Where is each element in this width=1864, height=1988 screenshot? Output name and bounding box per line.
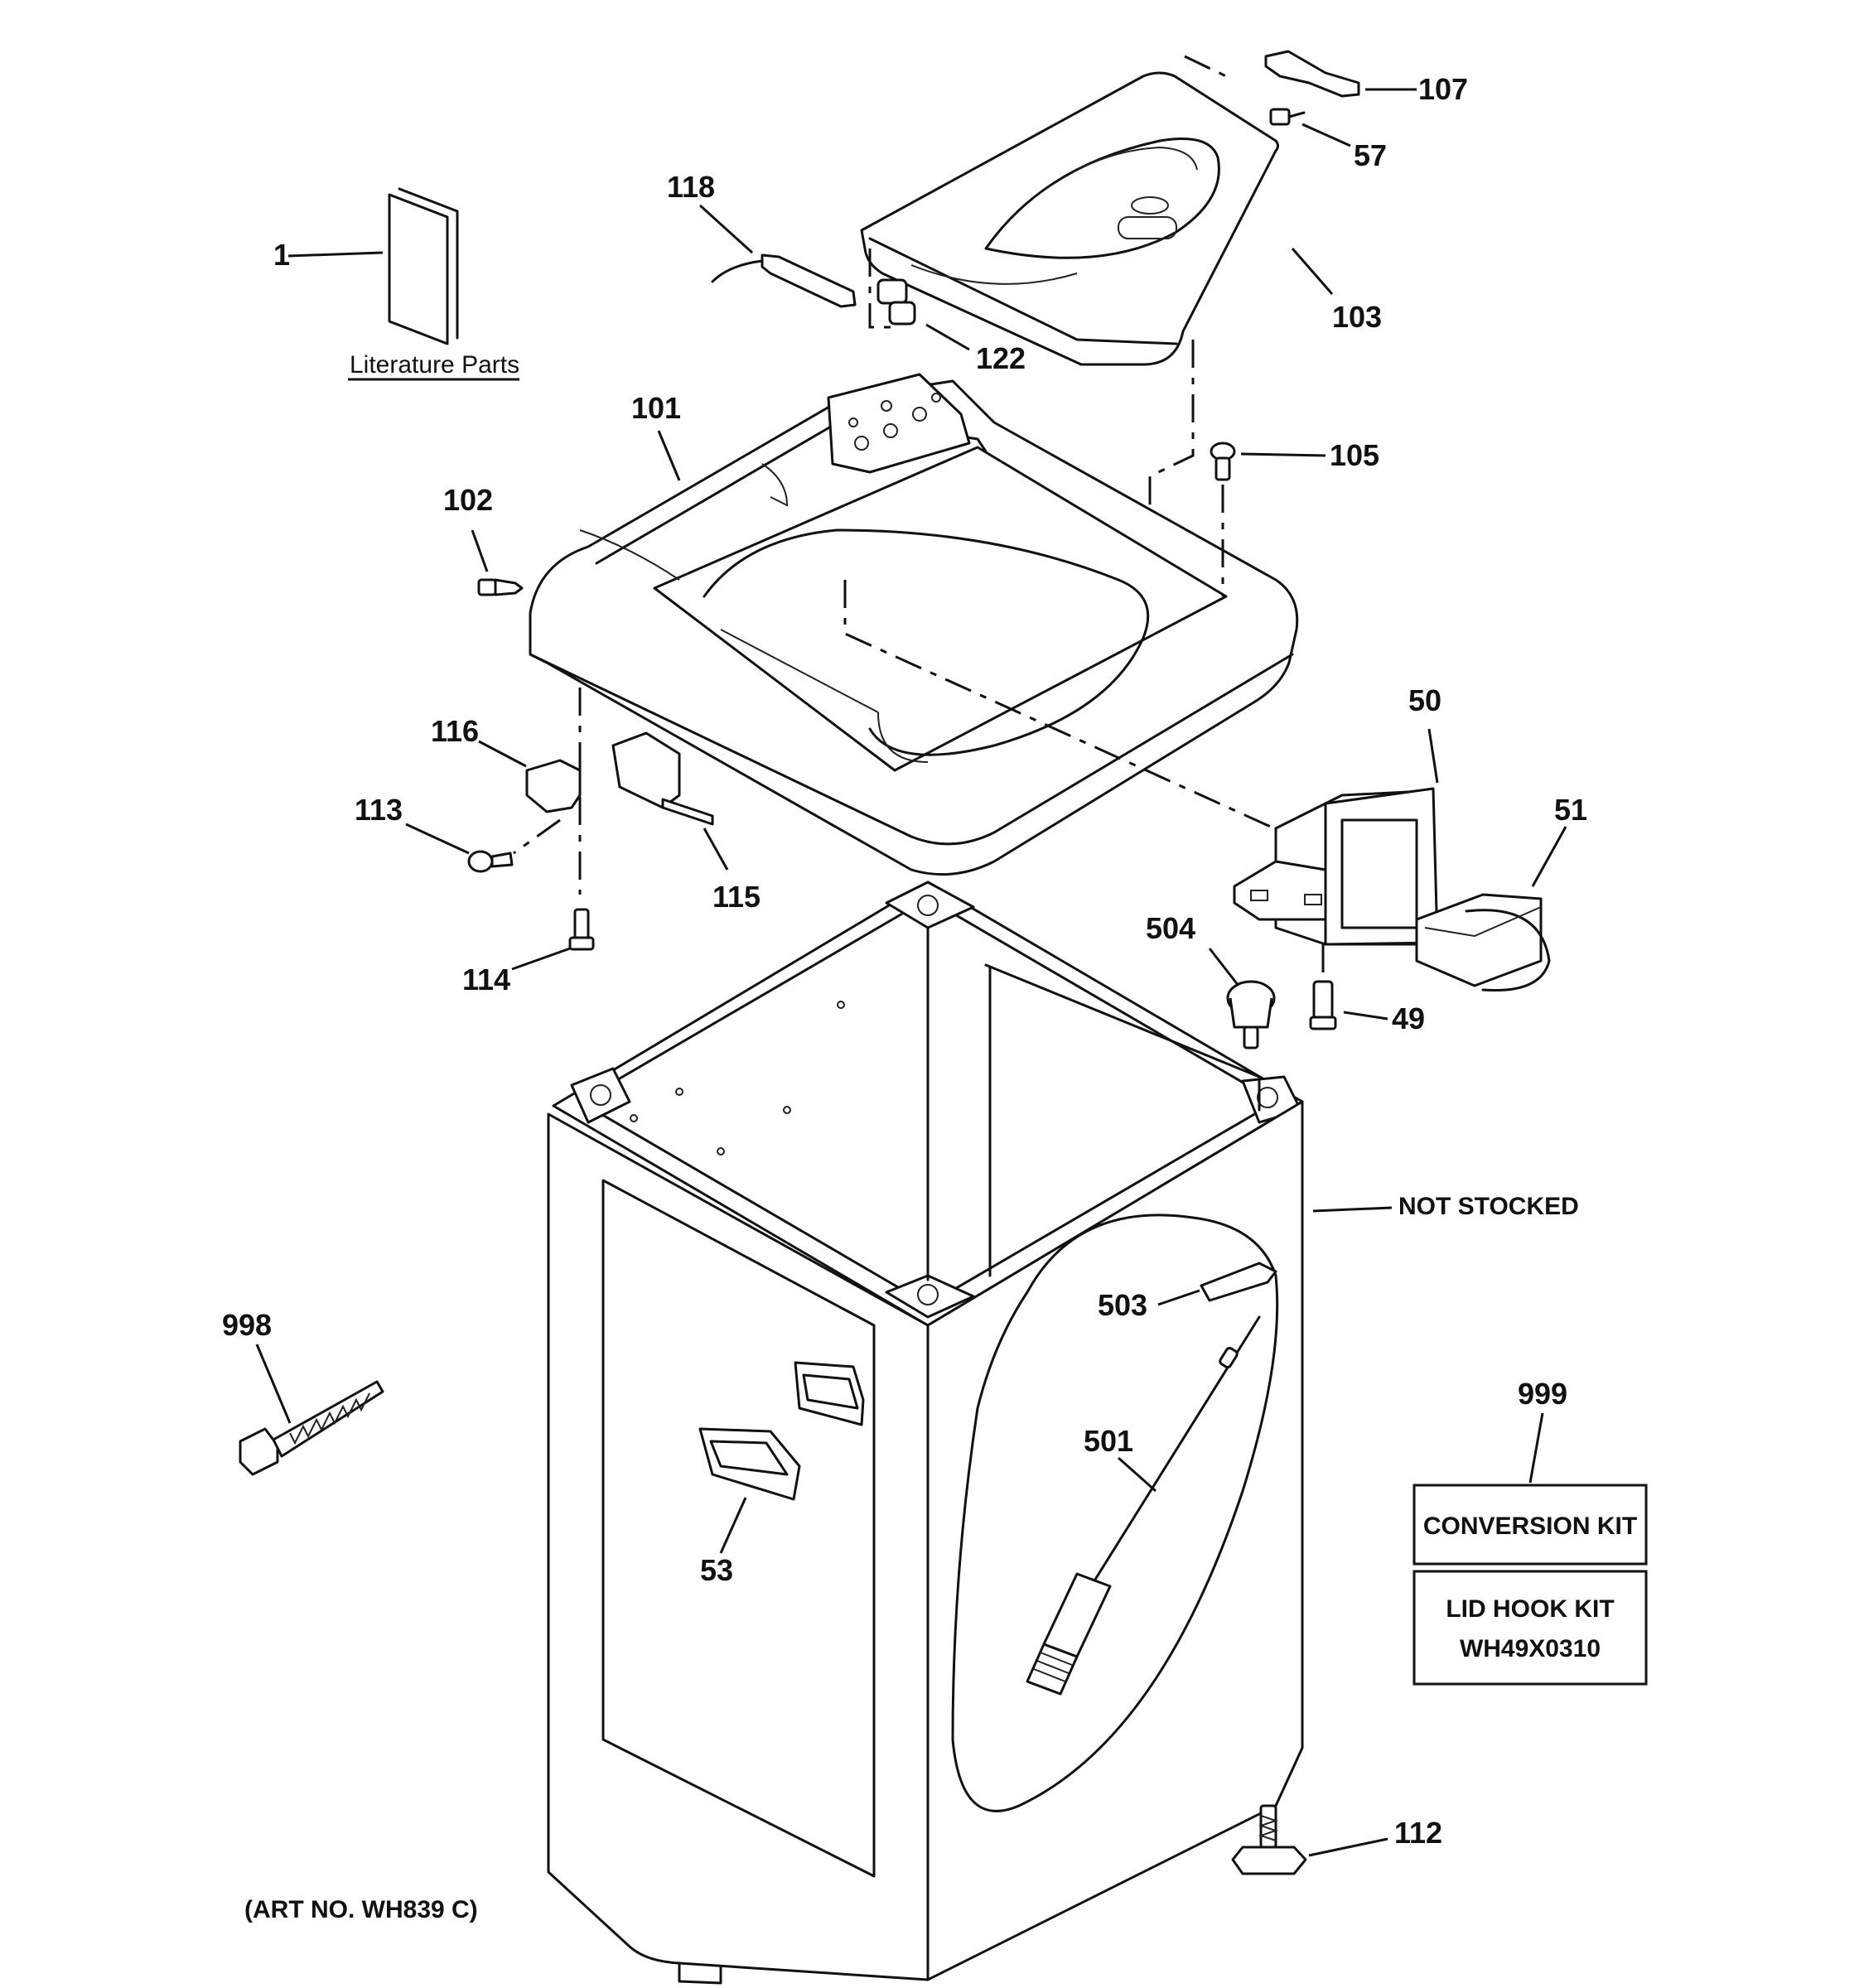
suspension-pivot (1157, 1262, 1277, 1306)
screw-113 (405, 823, 514, 873)
callout-114: 114 (462, 963, 510, 996)
callout-107: 107 (1418, 72, 1468, 106)
screw-114 (511, 908, 595, 971)
callout-115: 115 (712, 880, 761, 914)
callout-504: 504 (1146, 911, 1195, 945)
callout-503: 503 (1098, 1288, 1147, 1322)
callout-122: 122 (976, 341, 1026, 375)
callout-51: 51 (1554, 793, 1587, 827)
lid (860, 71, 1334, 366)
lid-hinge-rod (698, 204, 857, 308)
dash-switch-screw (513, 818, 561, 855)
conversion-kit-label: CONVERSION KIT (1423, 1513, 1637, 1540)
not-stocked-leader (1312, 1206, 1393, 1213)
callout-105: 105 (1330, 438, 1379, 472)
dispenser-cup (1415, 826, 1567, 992)
lid-hook-kit-label: LID HOOK KIT (1446, 1595, 1614, 1623)
dash-top-dispenser (843, 580, 1293, 838)
callout-112: 112 (1394, 1816, 1442, 1850)
literature-booklet (287, 187, 459, 345)
literature-parts-label: Literature Parts (350, 351, 519, 379)
leveling-leg (1231, 1804, 1388, 1875)
lid-switch-bracket (478, 740, 582, 813)
cable-tie (239, 1344, 384, 1476)
callout-50: 50 (1408, 683, 1441, 717)
callout-49: 49 (1392, 1001, 1425, 1035)
callout-998: 998 (222, 1308, 272, 1342)
dash-lid-hinge (1184, 55, 1227, 78)
lid-hook-kit-number: WH49X0310 (1460, 1635, 1601, 1662)
lid-switch (611, 731, 729, 871)
lid-hinge (1264, 50, 1417, 98)
conversion-kit-box (1412, 1484, 1648, 1566)
cabinet-handles (698, 1361, 865, 1554)
kit-leader (1528, 1412, 1544, 1484)
callout-101: 101 (631, 391, 681, 425)
cabinet (547, 881, 1304, 1985)
art-number: (ART NO. WH839 C) (244, 1896, 478, 1923)
not-stocked-note: NOT STOCKED (1398, 1193, 1579, 1220)
lid-stop (1210, 442, 1326, 596)
callout-103: 103 (1332, 300, 1382, 334)
callout-113: 113 (355, 793, 403, 827)
callout-57: 57 (1354, 138, 1387, 172)
callout-501: 501 (1084, 1424, 1133, 1458)
callout-118: 118 (667, 170, 715, 204)
callout-116: 116 (431, 714, 479, 748)
lid-hook-kit-box (1412, 1570, 1648, 1686)
screw-102 (471, 529, 524, 596)
callout-53: 53 (700, 1553, 733, 1587)
suspension-cap (1208, 948, 1276, 1049)
callout-102: 102 (443, 483, 493, 517)
callout-999: 999 (1518, 1377, 1567, 1411)
screw-49 (1309, 944, 1388, 1030)
callout-1: 1 (273, 238, 290, 272)
suspension-rod (1026, 1315, 1261, 1696)
screw-57 (1269, 108, 1351, 147)
hinge-bushings (868, 248, 970, 351)
bleach-dispenser (1233, 728, 1439, 946)
